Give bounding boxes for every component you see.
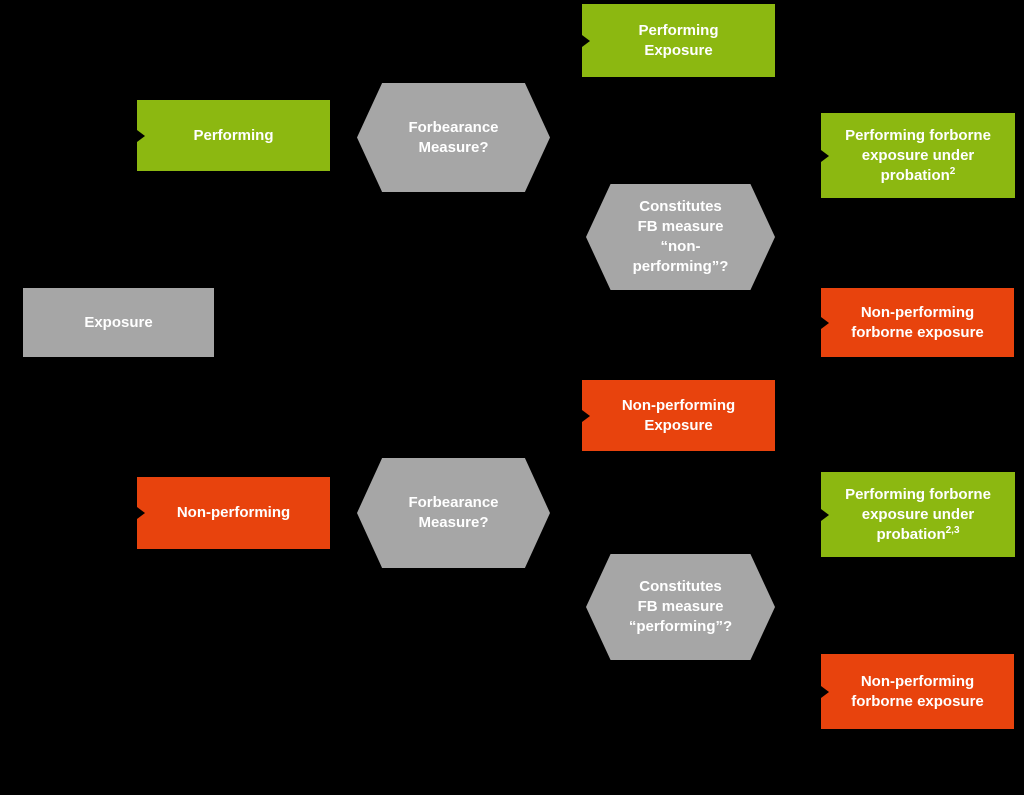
decision-forbearance-measure-top: Forbearance Measure?: [357, 83, 550, 192]
decision-constitutes-fb-measure-non-performing: Constitutes FB measure “non- performing”…: [586, 184, 775, 290]
node-performing-exposure-label: Performing Exposure: [638, 21, 719, 59]
node-performing: Performing: [137, 100, 330, 171]
node-performing-forborne-under-probation-2-label: Performing forborne exposure under proba…: [845, 485, 991, 545]
node-nonperforming-forborne-exposure-top: Non-performing forborne exposure: [821, 288, 1014, 357]
node-nonperforming-exposure: Non-performing Exposure: [582, 380, 775, 451]
node-exposure: Exposure: [23, 288, 214, 357]
node-performing-exposure: Performing Exposure: [582, 4, 775, 77]
decision-constitutes-fb-measure-performing: Constitutes FB measure “performing”?: [586, 554, 775, 660]
node-nonperforming-forborne-exposure-bottom: Non-performing forborne exposure: [821, 654, 1014, 729]
decision-forbearance-measure-bottom: Forbearance Measure?: [357, 458, 550, 568]
node-performing-forborne-under-probation-label: Performing forborne exposure under proba…: [845, 126, 991, 186]
decision-constitutes-fb-measure-non-performing-label: Constitutes FB measure “non- performing”…: [632, 198, 729, 275]
node-exposure-label: Exposure: [84, 313, 153, 331]
node-performing-forborne-under-probation: Performing forborne exposure under proba…: [821, 113, 1015, 198]
node-performing-forborne-under-probation-2-text: Performing forborne exposure under proba…: [845, 485, 991, 543]
node-nonperforming-label: Non-performing: [176, 504, 291, 521]
footnote-marker: 2: [949, 165, 956, 177]
decision-forbearance-measure-top-label: Forbearance Measure?: [408, 118, 499, 156]
node-nonperforming-forborne-exposure-bottom-label: Non-performing forborne exposure: [851, 672, 984, 710]
decision-constitutes-fb-measure-performing-label: Constitutes FB measure “performing”?: [628, 578, 733, 635]
footnote-marker: 2,3: [945, 524, 960, 536]
decision-forbearance-measure-bottom-label: Forbearance Measure?: [408, 494, 499, 531]
node-performing-label: Performing: [193, 126, 274, 144]
node-nonperforming-exposure-label: Non-performing Exposure: [621, 396, 736, 434]
node-performing-forborne-under-probation-2: Performing forborne exposure under proba…: [821, 472, 1015, 557]
node-nonperforming-forborne-exposure-top-label: Non-performing forborne exposure: [851, 303, 984, 341]
node-performing-forborne-under-probation-text: Performing forborne exposure under proba…: [845, 126, 991, 184]
node-nonperforming: Non-performing: [137, 477, 330, 549]
